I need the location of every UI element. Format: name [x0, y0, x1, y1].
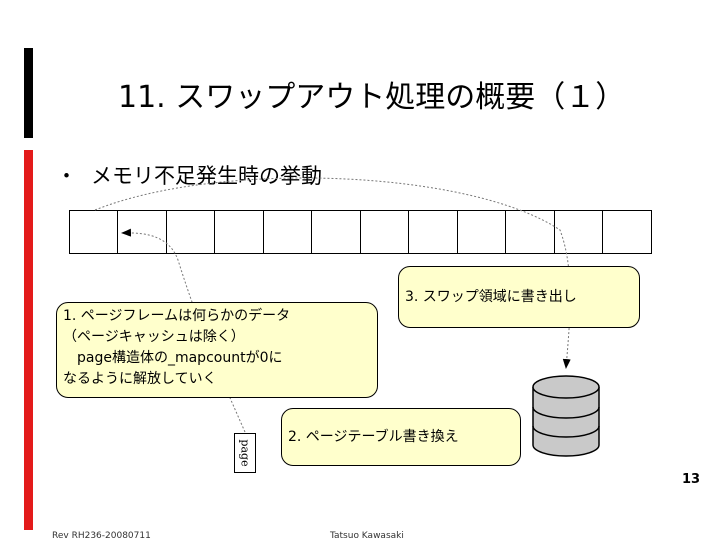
footer-revision: Rev RH236-20080711 [52, 531, 151, 541]
page-struct-label: page [238, 439, 252, 467]
disk-icon [532, 375, 600, 457]
page-frame-cell [602, 210, 652, 254]
page-struct-box: page [234, 433, 256, 473]
callout-free-page-line-4: なるように解放していく [63, 371, 217, 387]
callout-free-page: 1. ページフレームは何らかのデータ （ページキャッシュは除く） page構造体… [56, 302, 378, 398]
content-accent-bar [24, 150, 33, 530]
page-frame-row [68, 210, 652, 254]
callout-pagetable-rewrite: 2. ページテーブル書き換え [281, 408, 521, 466]
bullet-text: メモリ不足発生時の挙動 [91, 164, 322, 188]
callout-free-page-line-3: page構造体の_mapcountが0に [63, 350, 283, 366]
page-frame-cell [68, 210, 119, 254]
callout-swap-write-text: 3. スワップ領域に書き出し [405, 289, 577, 305]
bullet-item: ・メモリ不足発生時の挙動 [56, 160, 322, 190]
arrow-page-to-frame [121, 228, 246, 433]
slide-title: 11. スワップアウト処理の概要（１） [118, 80, 626, 115]
page-frame-cell [262, 210, 313, 254]
page-frame-cell [165, 210, 216, 254]
page-number: 13 [682, 472, 701, 487]
footer-author: Tatsuo Kawasaki [330, 531, 404, 541]
page-frame-cell [456, 210, 507, 254]
bullet-marker: ・ [56, 164, 77, 188]
callout-free-page-line-2: （ページキャッシュは除く） [63, 329, 245, 345]
title-accent-bar [24, 48, 33, 138]
callout-free-page-line-1: 1. ページフレームは何らかのデータ [63, 308, 291, 324]
page-frame-cell [505, 210, 555, 254]
page-frame-cell [553, 210, 604, 254]
callout-pagetable-rewrite-text: 2. ページテーブル書き換え [288, 429, 459, 445]
callout-swap-write: 3. スワップ領域に書き出し [398, 266, 640, 328]
